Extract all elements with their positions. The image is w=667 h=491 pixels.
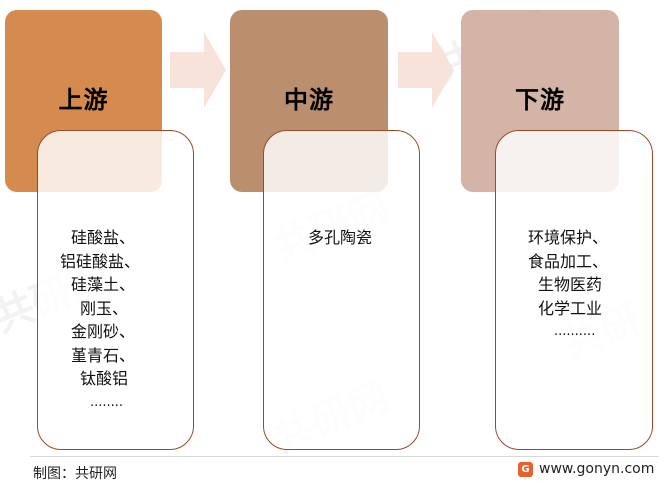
gonyn-logo-icon: G <box>518 461 533 477</box>
stage-title-midstream: 中游 <box>284 86 334 114</box>
card-list-downstream: 环境保护、 食品加工、 生物医药 化学工业 .......... <box>496 226 652 344</box>
list-item: 铝硅酸盐、 <box>60 251 141 271</box>
arrow-right-icon <box>170 32 226 108</box>
stage-title-downstream: 下游 <box>515 86 565 114</box>
list-item: 多孔陶瓷 <box>308 228 373 247</box>
list-item: 堇青石、 <box>71 345 136 365</box>
arrow-right-icon <box>398 32 454 108</box>
card-upstream: 硅酸盐、 铝硅酸盐、 硅藻土、 刚玉、 金刚砂、 堇青石、 钛酸铝 ......… <box>37 130 194 450</box>
card-downstream: 环境保护、 食品加工、 生物医药 化学工业 .......... <box>495 130 653 450</box>
list-item: 环境保护、 <box>528 228 609 247</box>
list-item: 生物医药 <box>538 275 603 294</box>
list-item: .......... <box>554 324 596 339</box>
website-url: www.gonyn.com <box>539 461 655 477</box>
list-item: 硅酸盐、 <box>71 228 136 247</box>
stage-title-upstream: 上游 <box>58 86 109 114</box>
card-list-upstream: 硅酸盐、 铝硅酸盐、 硅藻土、 刚玉、 金刚砂、 堇青石、 钛酸铝 ......… <box>38 226 193 414</box>
list-item: ........ <box>90 394 124 410</box>
card-list-midstream: 多孔陶瓷 <box>264 226 419 250</box>
list-item: 钛酸铝 <box>80 369 129 388</box>
card-midstream: 多孔陶瓷 <box>263 130 420 450</box>
list-item: 刚玉、 <box>80 298 129 318</box>
list-item: 食品加工、 <box>528 251 609 271</box>
source-credit: 制图：共研网 <box>33 466 117 482</box>
list-item: 金刚砂、 <box>71 322 136 341</box>
list-item: 化学工业 <box>538 298 603 318</box>
list-item: 硅藻土、 <box>71 275 136 294</box>
website-credit: G www.gonyn.com <box>518 461 654 477</box>
footer-divider <box>30 456 659 457</box>
